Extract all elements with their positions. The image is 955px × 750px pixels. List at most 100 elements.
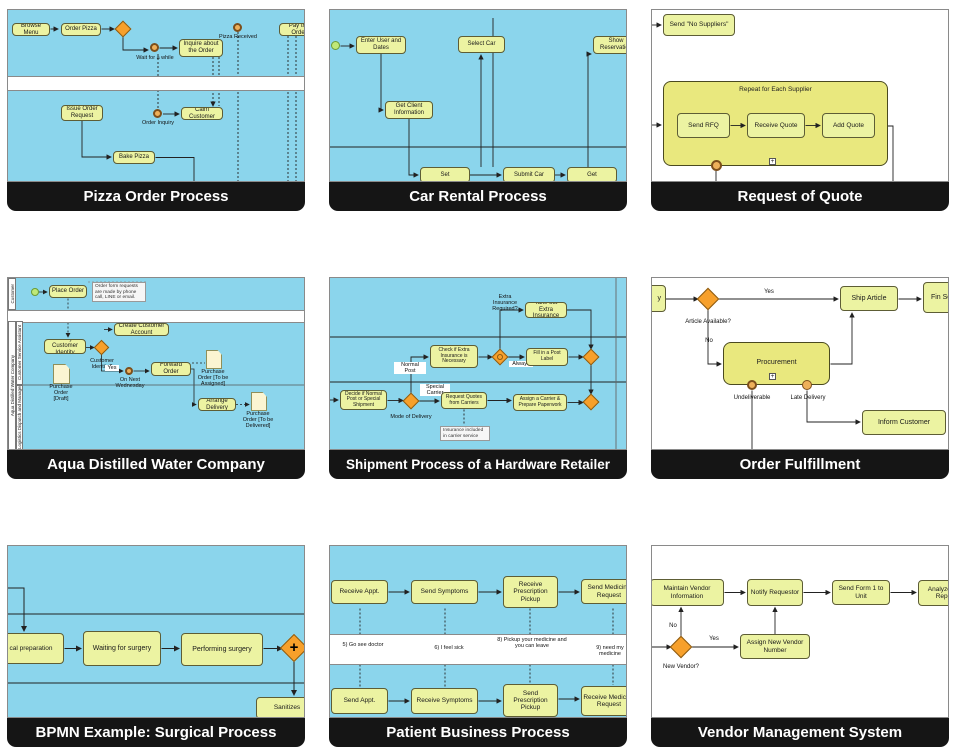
task-performing-surgery: Performing surgery [181,633,263,666]
task-send-medicine-request: Send Medicine Request [581,579,626,604]
card-title: Pizza Order Process [7,182,305,211]
connectors-svg [652,589,917,650]
task-select-car: Select Car [458,36,505,53]
start-event-icon [31,288,39,296]
task-fill-post-label: Fill in a Post Label [526,348,568,366]
task-waiting-for-surgery: Waiting for surgery [83,631,161,666]
lane-header-service-assistant: Customer Service Assistant [16,321,23,385]
card-title: Patient Business Process [329,718,627,747]
subprocess-marker-icon [769,373,776,380]
start-event-icon [331,41,340,50]
task-decide-shipment: Decide if Normal Post or Special Shipmen… [340,390,387,410]
card-title: BPMN Example: Surgical Process [7,718,305,747]
task-send-rfq: Send RFQ [677,113,730,138]
timer-boundary-event-icon [711,160,722,171]
label-always: Always [509,361,533,368]
task-inform-customer: Inform Customer [862,410,946,435]
connectors-svg [330,278,626,449]
task-receive-appt: Receive Appt. [331,580,388,604]
label-order-inquiry: Order Inquiry [141,120,175,126]
subprocess-procurement: Procurement [723,342,830,385]
task-forward-order: Forward Order [151,362,191,376]
connectors-svg [652,22,894,181]
patient-process-thumbnail: Receive Appt. Send Symptoms Receive Pres… [329,545,627,718]
label-undeliverable: Undeliverable [733,395,771,401]
task-order-pizza: Order Pizza [61,23,101,36]
diagram-card-request-of-quote[interactable]: Send "No Suppliers" Repeat for Each Supp… [651,9,949,211]
label-msg5: 5) Go see doctor [342,642,384,648]
connectors-svg [666,296,922,449]
label-late-delivery: Late Delivery [790,395,826,401]
request-of-quote-thumbnail: Send "No Suppliers" Repeat for Each Supp… [651,9,949,182]
task-assign-new-vendor-number: Assign New Vendor Number [740,634,810,659]
document-po-draft-icon [53,364,70,384]
task-send-no-suppliers: Send "No Suppliers" [663,14,735,36]
diagram-card-order-fulfillment[interactable]: y Article Available? Yes Ship Article Fi… [651,277,949,479]
timer-event-icon [125,367,133,375]
task-inquire-order: Inquire about the Order [179,39,223,57]
vendor-management-thumbnail: Maintain Vendor Information Notify Reque… [651,545,949,718]
lane-header-logistics: Logistics Dispatch and Manager [16,385,23,450]
task-enter-user-dates: Enter User and Dates [356,36,406,54]
task-maintain-vendor-info: Maintain Vendor Information [652,579,724,606]
lane-header-customer: Customer [8,278,16,310]
pool-gap [8,310,304,323]
connectors-svg [359,589,614,704]
label-yes: Yes [709,636,719,642]
diagram-card-patient-business-process[interactable]: Receive Appt. Send Symptoms Receive Pres… [329,545,627,747]
label-normal-post: Normal Post [394,362,426,375]
task-receive-quote: Receive Quote [747,113,805,138]
diagram-card-pizza-order-process[interactable]: Browse Menu Order Pizza Wait for a while… [7,9,305,211]
label-po-assigned: Purchase Order [To be Assigned] [197,369,229,388]
subprocess-marker-icon [769,158,776,165]
aqua-water-thumbnail: Customer Aqua Distilled Water Company Cu… [7,277,305,450]
annotation-order-channels: Order form requests are made by phone ca… [92,282,146,302]
task-submit-car: Submit Car [503,167,555,181]
connectors-svg [8,587,304,696]
label-no: No [705,338,713,344]
document-po-delivered-icon [251,392,267,411]
label-msg9: 9) need my medicine [596,645,624,658]
task-receive-medicine-request: Receive Medicine Request [581,686,626,716]
task-send-prescription-pickup: Send Prescription Pickup [503,684,558,717]
task-send-form-to-unit: Send Form 1 to Unit [832,580,890,605]
task-send-appt: Send Appt. [331,688,388,714]
task-calm-customer: Calm Customer [181,107,223,120]
inner-connectors-svg [730,122,821,129]
task-notify-requestor: Notify Requestor [747,579,803,606]
diagram-card-shipment-process[interactable]: Take out Extra Insurance Extra Insurance… [329,277,627,479]
label-msg8: 8) Pickup your medicine and you can leav… [497,637,567,650]
card-title: Shipment Process of a Hardware Retailer [329,450,627,479]
message-event-icon [153,109,162,118]
diagram-card-surgical-process[interactable]: cal preparation Waiting for surgery Perf… [7,545,305,747]
task-pay-order: Pay the Order [279,23,304,36]
annotation-insurance: Insurance included in carrier service [440,426,490,441]
label-msg6: 6) I feel sick [434,645,464,651]
shipment-process-thumbnail: Take out Extra Insurance Extra Insurance… [329,277,627,450]
document-po-assigned-icon [206,350,222,369]
card-title: Aqua Distilled Water Company [7,450,305,479]
task-verify-identity: Verify Customer Identity [44,339,86,354]
subprocess-label: Repeat for Each Supplier [739,86,812,93]
task-get: Get [567,167,617,181]
task-check-insurance: Check if Extra Insurance is Necessary [430,345,478,368]
surgical-process-thumbnail: cal preparation Waiting for surgery Perf… [7,545,305,718]
label-pizza-received: Pizza Received [219,34,257,40]
pool-gap [330,634,626,665]
task-get-client-info: Get Client Information [385,101,433,119]
task-place-order: Place Order [49,285,87,298]
subprocess-label: Procurement [756,359,797,366]
label-po-draft: Purchase Order [Draft] [49,384,73,403]
label-new-vendor: New Vendor? [662,664,700,670]
label-yes: Yes [764,289,774,295]
task-browse-menu: Browse Menu [12,23,50,36]
connectors-svg [330,18,626,178]
car-rental-thumbnail: Enter User and Dates Select Car Show Res… [329,9,627,182]
timer-event-icon [150,43,159,52]
task-arrange-delivery: Arrange Delivery [198,398,236,411]
diagram-card-vendor-management[interactable]: Maintain Vendor Information Notify Reque… [651,545,949,747]
diagram-card-aqua-distilled-water[interactable]: Customer Aqua Distilled Water Company Cu… [7,277,305,479]
diagram-card-car-rental-process[interactable]: Enter User and Dates Select Car Show Res… [329,9,627,211]
task-create-account: Create Customer Account [114,323,169,336]
